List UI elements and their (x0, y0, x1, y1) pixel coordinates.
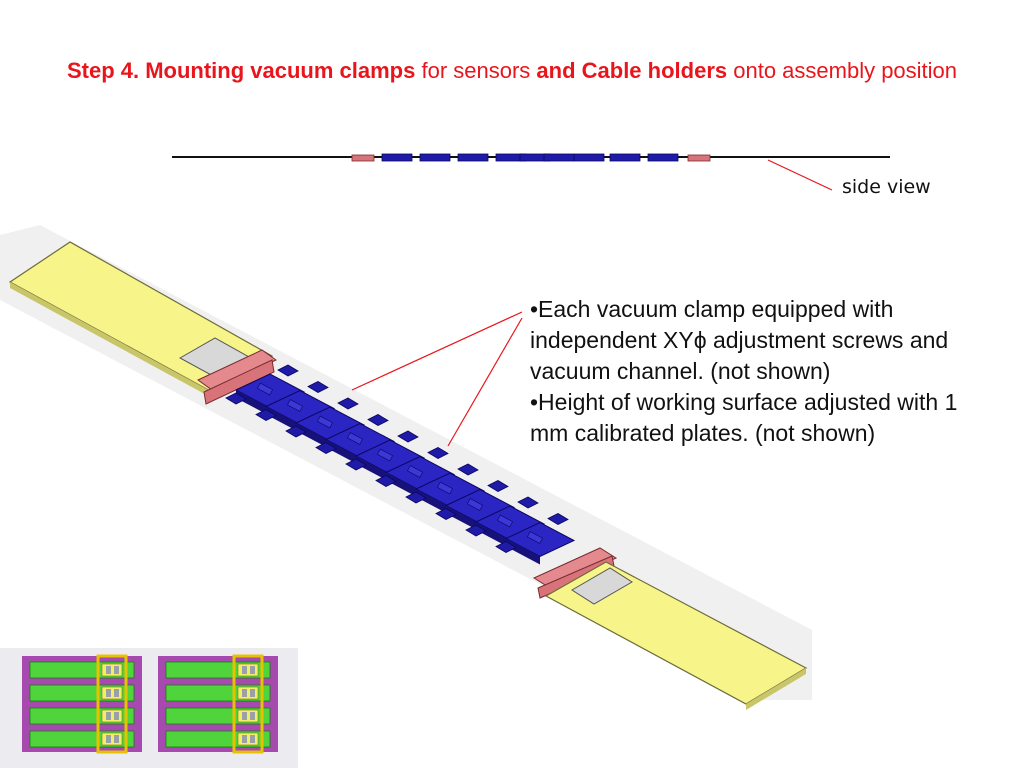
notes-list: •Each vacuum clamp equipped with indepen… (530, 294, 970, 449)
clamp-side (236, 390, 270, 416)
top-view-right (158, 654, 278, 754)
clamp-screw (257, 382, 273, 396)
clamp-screw (347, 432, 363, 445)
side-view-clamp (419, 153, 451, 162)
clamp-screw (497, 514, 513, 528)
clamp-foot (315, 442, 337, 454)
clamp-foot (487, 480, 509, 492)
thumb-hole (106, 666, 111, 674)
clamp-screw (287, 399, 303, 412)
clamp-side (326, 439, 360, 466)
side-view-clamp (609, 153, 641, 162)
clamp-screw (437, 481, 453, 495)
thumb-column (96, 654, 128, 754)
clamp-side (446, 505, 480, 532)
right-plate (544, 561, 808, 710)
clamp-foot (435, 508, 457, 520)
left-cable-holder (197, 349, 277, 405)
thumb-hole (114, 735, 119, 743)
thumb-hole (106, 689, 111, 697)
side-view-clamp (457, 153, 489, 162)
clamp-foot (517, 496, 539, 509)
clamp-foot (307, 381, 329, 393)
thumb-hole (250, 735, 255, 743)
thumb-hole (242, 666, 247, 674)
clamp-side (386, 472, 420, 499)
side-view-holder-right (687, 154, 711, 162)
clamp-foot (495, 541, 517, 553)
clamp-screw (407, 465, 423, 478)
clamp-screw (467, 498, 483, 511)
clamp-foot (427, 447, 449, 459)
vacuum-clamps (225, 364, 576, 565)
thumb-hole (242, 712, 247, 720)
clamp-screw (317, 415, 333, 429)
clamp-screw (527, 531, 543, 544)
clamp-screw (377, 448, 393, 462)
side-view-clamp (543, 153, 575, 162)
clamp-foot (547, 513, 569, 525)
annotation-line-2 (447, 317, 523, 447)
title-part-2: for sensors (415, 58, 537, 83)
clamp-side (266, 406, 300, 433)
thumb-hole (114, 666, 119, 674)
slide-title: Step 4. Mounting vacuum clamps for senso… (20, 56, 1004, 86)
clamp-foot (225, 392, 247, 405)
thumb-hole (114, 689, 119, 697)
thumb-hole (250, 666, 255, 674)
side-view-label: side view (842, 176, 931, 198)
thumb-hole (114, 712, 119, 720)
thumb-hole (250, 712, 255, 720)
note-item: •Each vacuum clamp equipped with indepen… (530, 296, 949, 384)
title-part-3: and Cable holders (536, 58, 728, 83)
right-plate-window (571, 567, 633, 605)
clamp-side (416, 489, 450, 515)
side-view (172, 153, 890, 191)
clamp-foot (277, 364, 299, 377)
clamp-foot (397, 430, 419, 443)
side-view-clamp (647, 153, 679, 162)
top-view-left (22, 654, 142, 754)
clamp-foot (457, 463, 479, 476)
thumb-hole (106, 735, 111, 743)
thumb-column (232, 654, 264, 754)
clamp-foot (405, 491, 427, 504)
thumb-hole (106, 712, 111, 720)
side-view-clamps (381, 153, 679, 162)
title-part-4: onto assembly position (727, 58, 958, 83)
clamp-side (506, 538, 540, 565)
thumb-hole (242, 689, 247, 697)
clamp-foot (465, 524, 487, 537)
side-view-holder-left (351, 154, 375, 162)
clamp-foot (337, 397, 359, 410)
clamp-foot (285, 425, 307, 438)
clamp-foot (345, 458, 367, 471)
top-view-thumbnails (0, 648, 298, 768)
clamp-side (476, 522, 510, 548)
clamp-side (356, 456, 390, 482)
title-part-1: Step 4. Mounting vacuum clamps (66, 58, 416, 83)
clamp-foot (367, 414, 389, 426)
clamp-foot (375, 475, 397, 487)
thumb-hole (242, 735, 247, 743)
annotation-line-1 (351, 311, 523, 391)
clamp-side (296, 423, 330, 449)
thumb-hole (250, 689, 255, 697)
vacuum-clamp (495, 513, 576, 565)
side-view-clamp (573, 153, 605, 162)
side-view-pointer (767, 159, 833, 191)
clamp-foot (255, 409, 277, 421)
note-item: •Height of working surface adjusted with… (530, 389, 958, 446)
side-view-clamp (381, 153, 413, 162)
